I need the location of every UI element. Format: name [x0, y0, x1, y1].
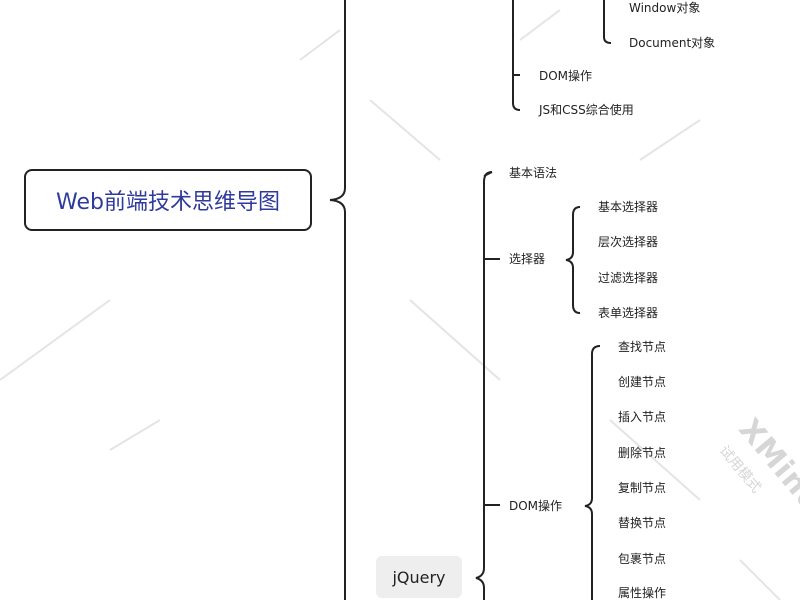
root-node[interactable]: Web前端技术思维导图 [24, 169, 312, 231]
upper-branch-line [512, 0, 521, 111]
jquery-brace [475, 171, 493, 600]
node-dom-item[interactable]: 删除节点 [618, 446, 667, 460]
node-dom-item[interactable]: 复制节点 [618, 481, 667, 495]
node-dom-item[interactable]: 替换节点 [618, 516, 667, 530]
node-dom-item[interactable]: 属性操作 [618, 586, 667, 600]
node-upper-dom-operation[interactable]: DOM操作 [539, 69, 593, 83]
node-dom-item[interactable]: 创建节点 [618, 375, 667, 389]
dom-brace [584, 345, 601, 600]
root-brace [329, 0, 346, 600]
node-js-css[interactable]: JS和CSS综合使用 [539, 103, 634, 117]
root-title: Web前端技术思维导图 [56, 190, 280, 215]
node-selector-item[interactable]: 表单选择器 [598, 306, 659, 320]
node-jquery[interactable]: jQuery [376, 556, 462, 598]
node-window-object[interactable]: Window对象 [629, 1, 701, 15]
node-dom-item[interactable]: 插入节点 [618, 410, 667, 424]
node-dom-operation[interactable]: DOM操作 [509, 499, 563, 513]
jquery-label: jQuery [392, 567, 446, 587]
node-document-object[interactable]: Document对象 [629, 36, 716, 50]
node-selectors[interactable]: 选择器 [509, 252, 546, 266]
node-selector-item[interactable]: 基本选择器 [598, 200, 659, 214]
object-brace [603, 0, 612, 44]
selector-brace [565, 206, 581, 314]
node-dom-item[interactable]: 包裹节点 [618, 552, 667, 566]
node-selector-item[interactable]: 过滤选择器 [598, 271, 659, 285]
node-dom-item[interactable]: 查找节点 [618, 340, 667, 354]
jquery-basic-connector [483, 171, 493, 177]
node-selector-item[interactable]: 层次选择器 [598, 235, 659, 249]
node-basic-syntax[interactable]: 基本语法 [509, 166, 558, 180]
